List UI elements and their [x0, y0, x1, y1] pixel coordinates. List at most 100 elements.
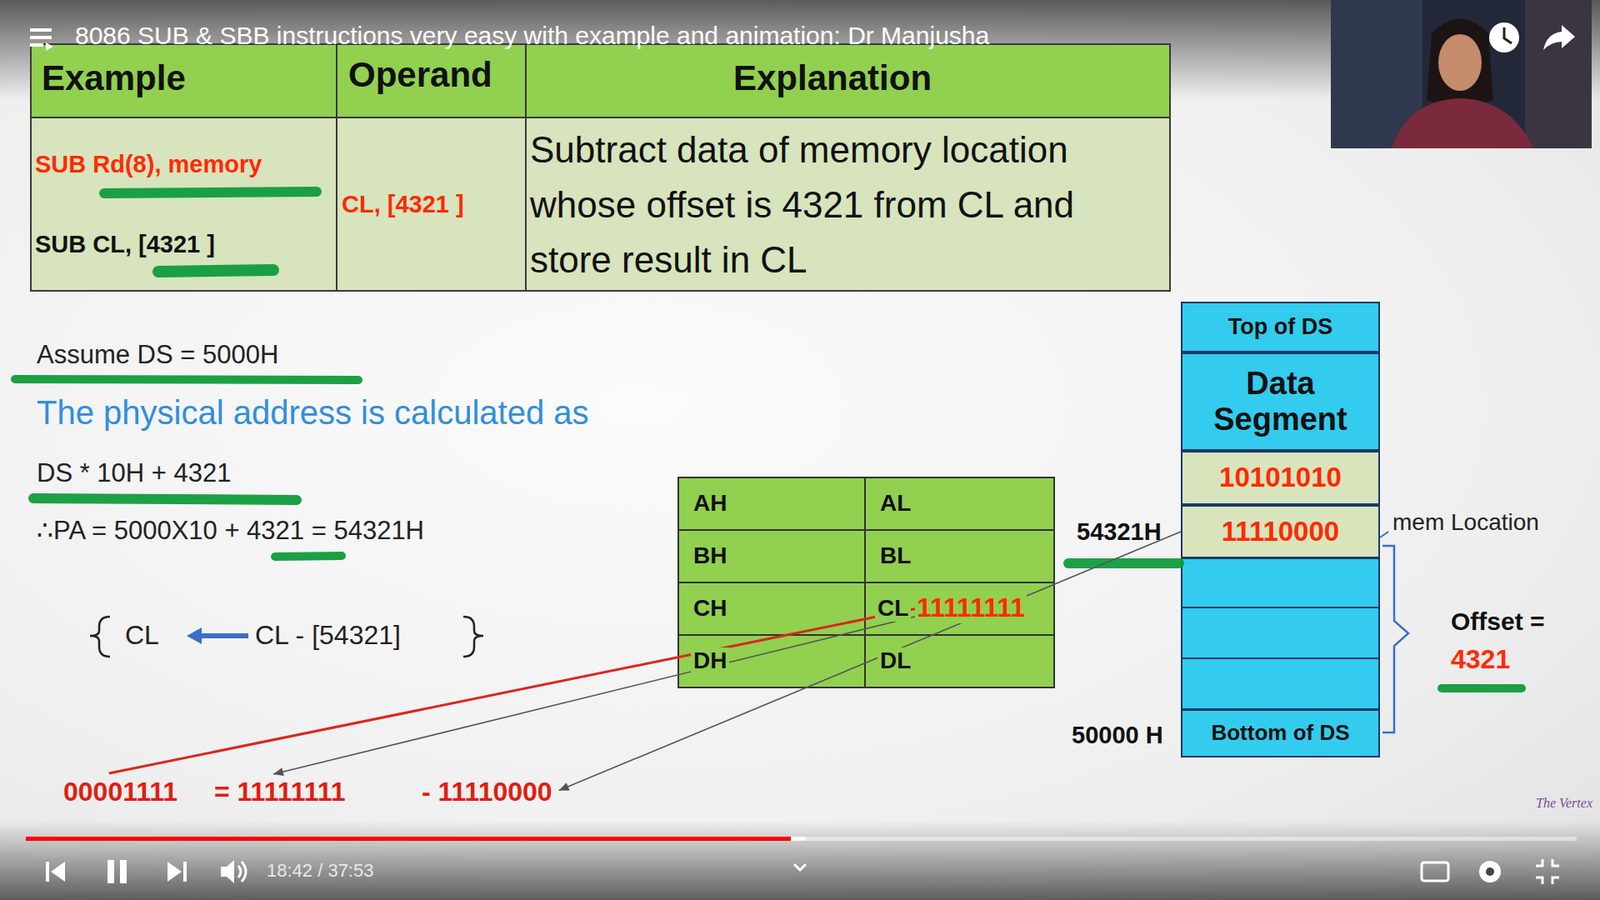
icon-circle — [1489, 22, 1520, 53]
formula-text: DS * 10H + 4321 — [36, 458, 232, 489]
operand-text: CL, [4321 ] — [341, 190, 465, 219]
mem-pointer — [1380, 531, 1389, 538]
memory-cell — [1181, 558, 1380, 608]
node-text: 10101010 — [1219, 462, 1342, 494]
register-table — [678, 477, 1055, 688]
note-text: Assume DS = 5000H — [36, 340, 279, 370]
scribble — [158, 270, 274, 272]
scribble — [104, 191, 317, 194]
register-divider — [678, 581, 1055, 584]
prev-bar — [45, 861, 50, 882]
progress-track — [25, 836, 1577, 841]
icon-line — [30, 43, 44, 47]
icon-line — [30, 28, 52, 32]
scribble — [33, 498, 297, 500]
webcam-wall — [1525, 0, 1592, 149]
table-header: Example — [41, 58, 186, 99]
offset-value: 4321 — [1450, 644, 1510, 675]
node-text: Bottom of DS — [1210, 720, 1350, 745]
arrowhead — [273, 767, 285, 776]
brace — [90, 616, 110, 657]
syntax-text: SUB Rd(8), memory — [35, 150, 262, 179]
node-text: Data Segment — [1182, 365, 1379, 437]
scribble — [1068, 558, 1180, 569]
node-text: Top of DS — [1228, 314, 1333, 340]
memory-footer: Bottom of DS — [1180, 709, 1380, 758]
table-divider — [335, 44, 338, 291]
operation-text: CL — [125, 620, 160, 651]
chevron-icon — [794, 864, 806, 870]
fullscreen-exit — [1535, 859, 1560, 885]
assign-arrow — [198, 633, 249, 639]
memory-cell: 10101010 — [1180, 450, 1380, 505]
operation-text: CL - [54321] — [255, 620, 401, 651]
register-name: DL — [877, 647, 914, 675]
register-value: 11111111 — [915, 592, 1027, 624]
register-divider — [678, 529, 1055, 531]
scribble — [15, 379, 359, 380]
clock-icon — [1489, 22, 1520, 53]
next-icon — [167, 861, 182, 882]
result-value: 00001111 — [63, 776, 178, 808]
node-text: 11110000 — [1221, 516, 1340, 548]
assign-arrowhead — [186, 627, 202, 645]
formula-text: ∴PA = 5000X10 + 4321 = 54321H — [36, 515, 425, 546]
volume-icon — [220, 860, 235, 884]
memory-cell — [1181, 607, 1380, 659]
example-text: SUB CL, [4321 ] — [35, 230, 215, 259]
presenter-face — [1438, 34, 1482, 91]
presenter-body — [1391, 98, 1534, 149]
icon-line — [30, 35, 52, 40]
progress-buffer — [790, 836, 806, 841]
memory-title: Data Segment — [1180, 352, 1380, 451]
bottom-shade — [0, 820, 1600, 900]
icon-play — [45, 42, 54, 51]
settings-icon — [1479, 860, 1501, 883]
register-name: CH — [690, 595, 730, 622]
register-name: BH — [690, 542, 730, 570]
table-header — [30, 44, 1170, 118]
register-name: AH — [690, 490, 730, 517]
memory-cell — [1181, 658, 1380, 710]
offset-bracket — [1382, 545, 1409, 733]
playlist-icon — [30, 30, 54, 51]
next-bar — [183, 861, 187, 882]
register-name: DH — [690, 647, 730, 675]
mem-label: mem Location — [1392, 509, 1540, 536]
scribble — [275, 555, 342, 557]
pause-bar — [107, 860, 115, 884]
grey-leader — [559, 531, 1181, 791]
result-value: - 11110000 — [421, 776, 553, 808]
memory-header: Top of DS — [1180, 301, 1380, 353]
progress-played — [25, 836, 791, 841]
cc-icon — [1421, 862, 1449, 881]
table-body — [30, 117, 1170, 291]
settings-hole — [1485, 867, 1495, 876]
brace — [463, 616, 484, 657]
time-display: 18:42 / 37:53 — [266, 860, 374, 881]
share-icon — [1543, 25, 1575, 50]
webcam — [1330, 0, 1592, 149]
offset-label: Offset = — [1450, 607, 1545, 637]
video-title: 8086 SUB & SBB instructions very easy wi… — [75, 21, 990, 51]
table-divider — [525, 44, 527, 291]
watermark: The Vertex — [1535, 795, 1593, 811]
register-divider — [678, 634, 1055, 636]
register-name: AL — [877, 490, 914, 517]
address-label: 50000 H — [1071, 721, 1164, 750]
prev-icon — [50, 861, 65, 882]
player-controls — [45, 859, 1560, 885]
address-label: 54321H — [1076, 518, 1162, 546]
table-header: Explanation — [733, 58, 932, 99]
pause-bar — [120, 860, 127, 884]
memory-cell: 11110000 — [1180, 505, 1380, 559]
webcam-frame — [1330, 0, 1592, 149]
register-name: BL — [877, 542, 914, 570]
icon-hands — [1504, 27, 1512, 44]
arrowhead — [559, 782, 570, 790]
volume-wave — [238, 865, 241, 878]
heading-text: The physical address is calculated as — [36, 393, 590, 432]
presenter-hair — [1426, 19, 1494, 107]
explanation-text: Subtract data of memory location whose o… — [530, 122, 1164, 288]
